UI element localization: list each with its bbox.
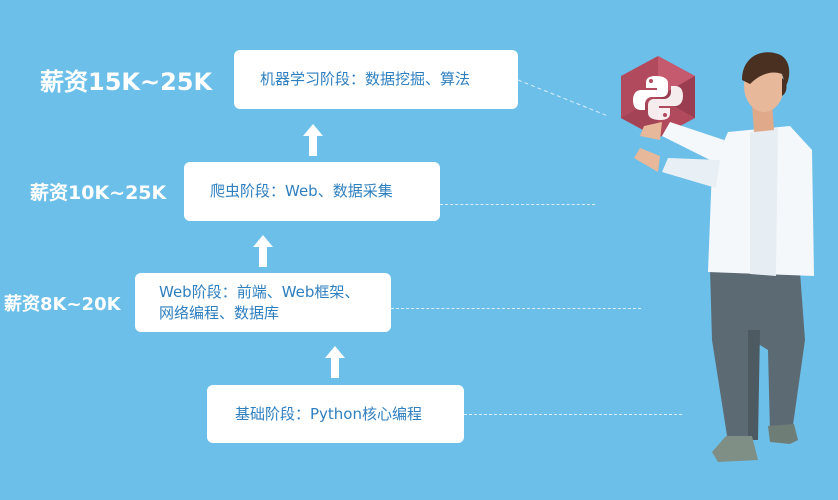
arrow-up-icon — [325, 346, 345, 378]
stage-box-basics: 基础阶段：Python核心编程 — [207, 385, 464, 443]
arrow-up-icon — [253, 235, 273, 267]
dashed-connector — [440, 204, 595, 205]
stage-box-web: Web阶段：前端、Web框架、 网络编程、数据库 — [135, 273, 391, 332]
stage-text: 机器学习阶段：数据挖掘、算法 — [260, 70, 471, 88]
stage-box-machine-learning: 机器学习阶段：数据挖掘、算法 — [234, 50, 518, 109]
stage-text: 网络编程、数据库 — [159, 303, 280, 322]
dashed-connector — [391, 308, 641, 309]
stage-text: Web阶段：前端、Web框架、 — [159, 282, 360, 301]
dashed-connector — [464, 414, 682, 415]
salary-label-web: 薪资8K~20K — [4, 294, 121, 315]
arrow-up-icon — [303, 124, 323, 156]
stage-text: 爬虫阶段：Web、数据采集 — [210, 182, 393, 200]
presenter-figure — [634, 52, 814, 462]
stage-text: 基础阶段：Python核心编程 — [235, 404, 422, 423]
salary-label-ml: 薪资15K~25K — [40, 68, 213, 96]
stage-box-crawler: 爬虫阶段：Web、数据采集 — [184, 162, 440, 221]
salary-label-crawler: 薪资10K~25K — [30, 182, 167, 204]
dashed-connector — [518, 79, 609, 117]
